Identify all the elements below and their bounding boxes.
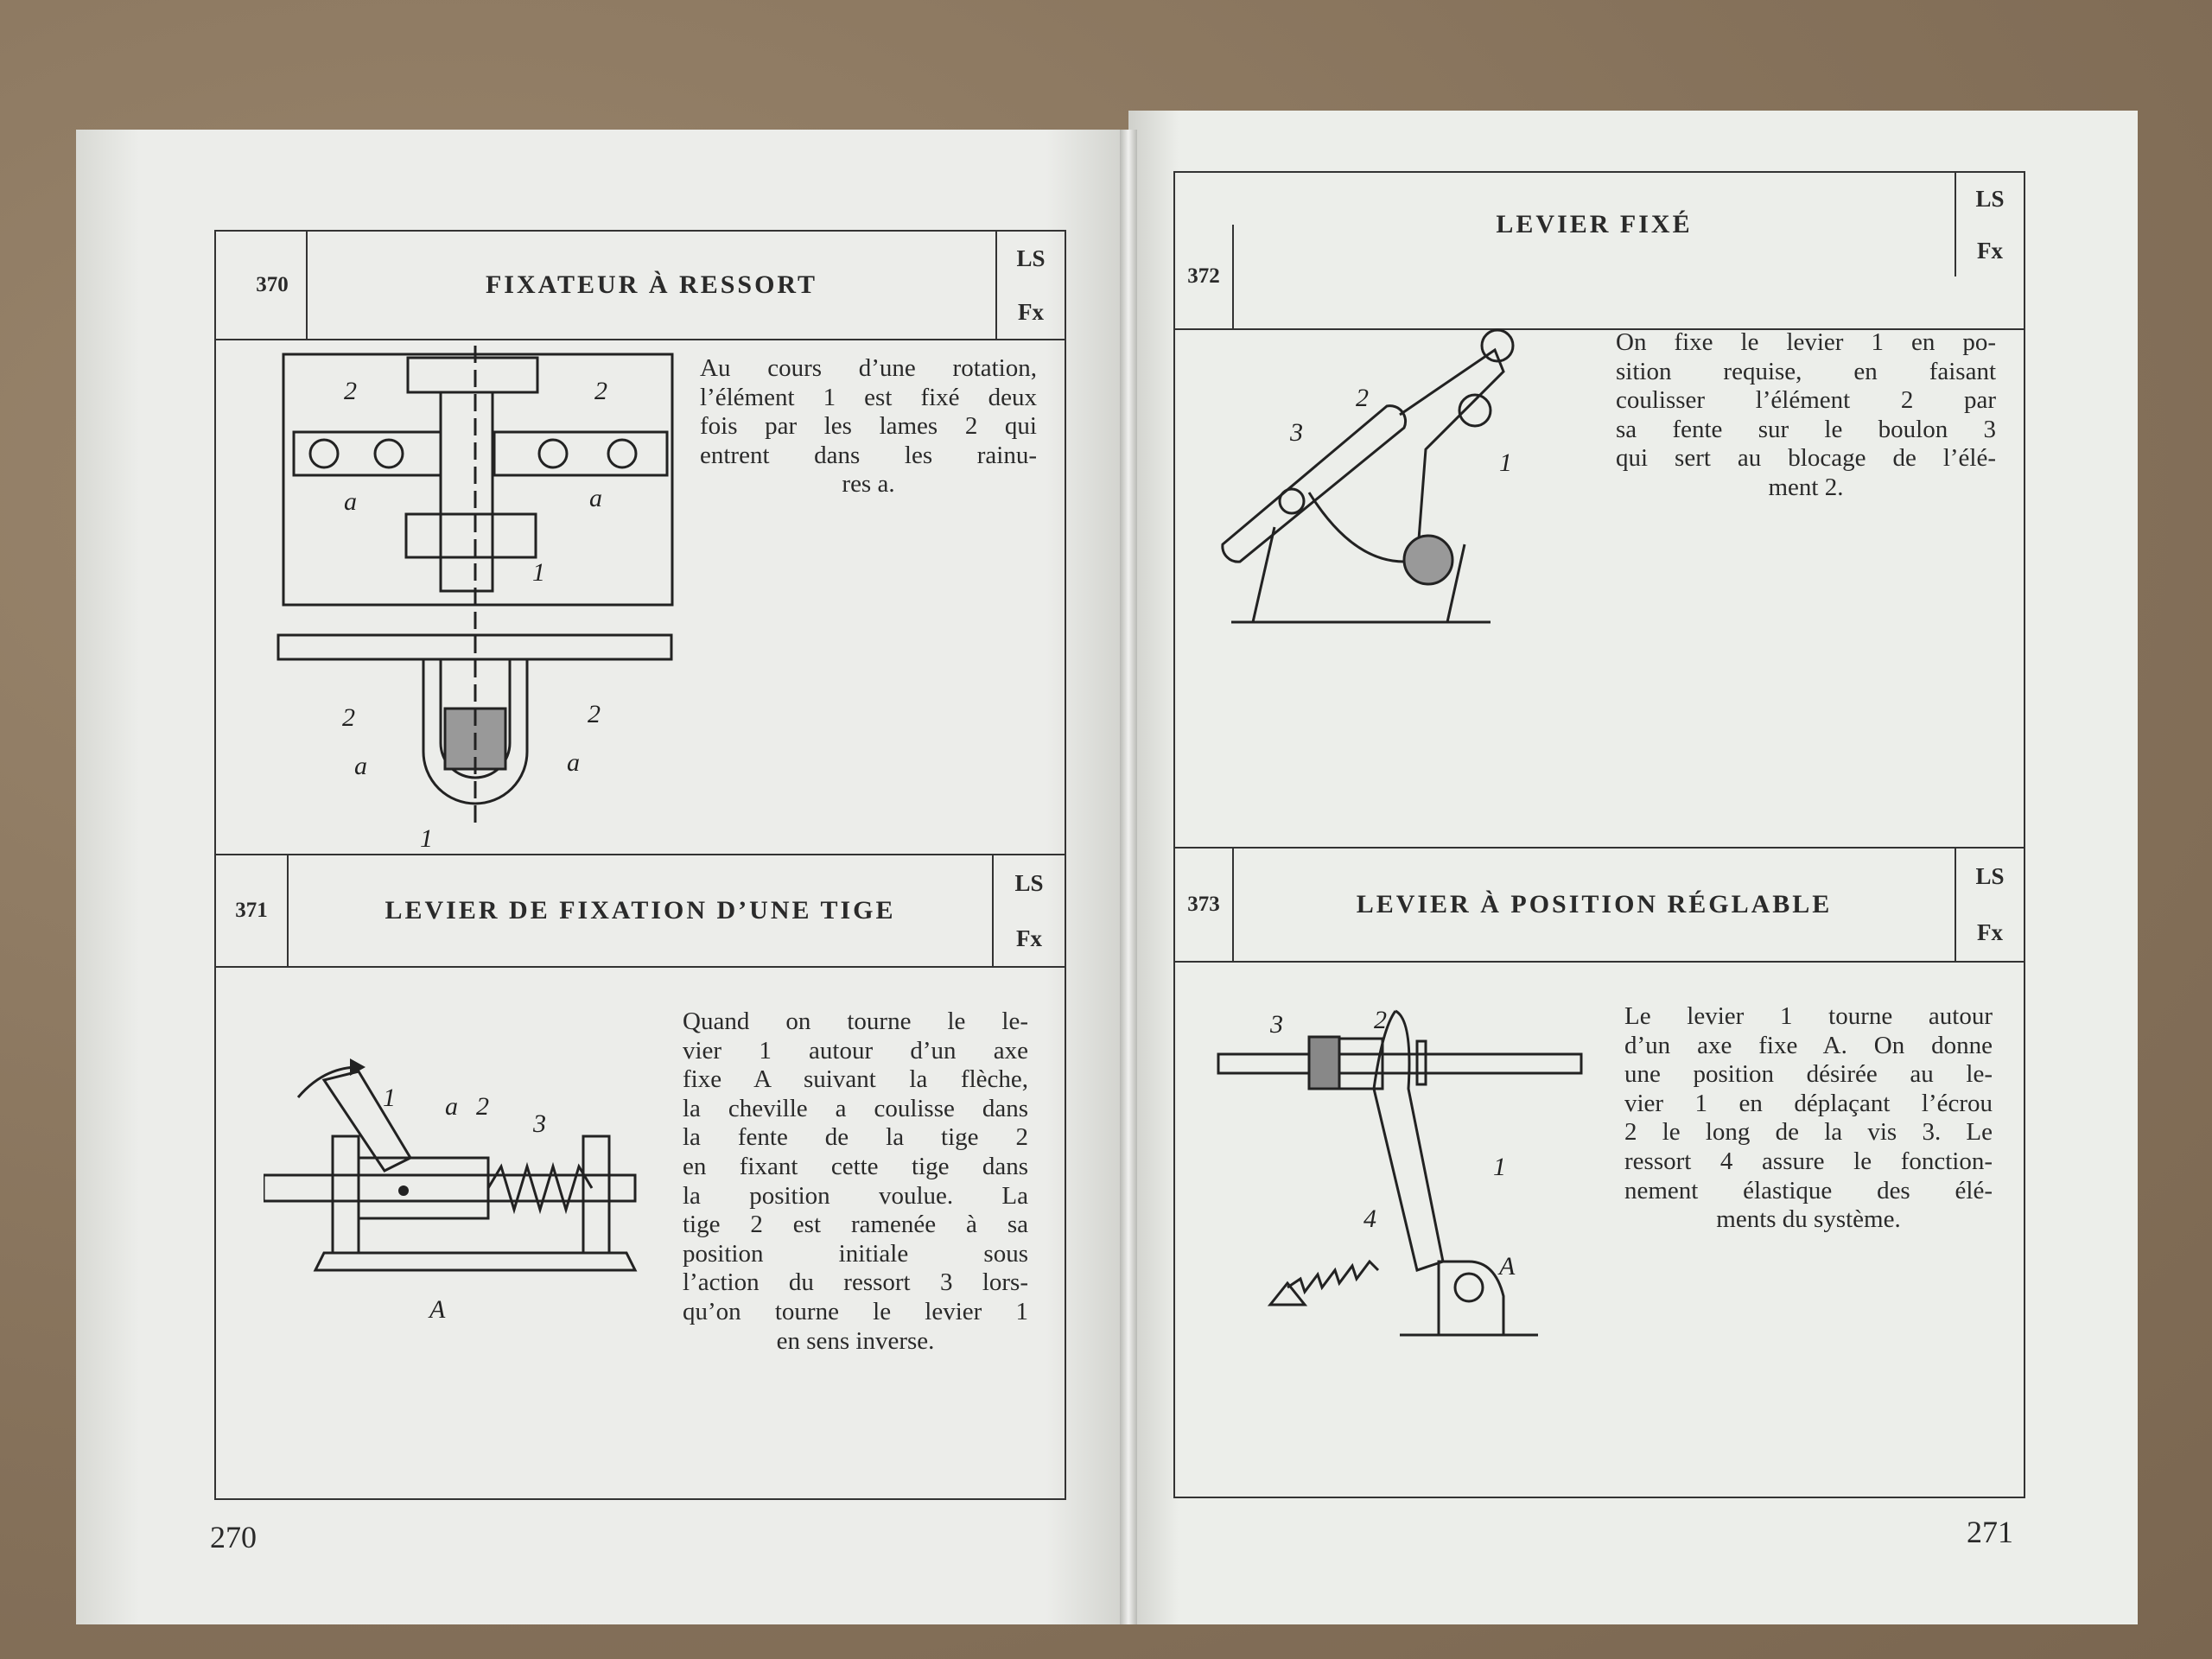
text-line: entrent dans les rainu- (700, 441, 1037, 469)
right-page (1128, 111, 2138, 1624)
left-page-frame: 370 FIXATEUR À RESSORT LS Fx 371 LEVIER D… (214, 230, 1066, 1500)
text-line: en sens inverse. (776, 1326, 935, 1355)
text-line: coulisser l’élément 2 par (1616, 386, 1996, 415)
section-title: LEVIER À POSITION RÉGLABLE (1356, 890, 1833, 918)
figure-372-fixed-lever: 2 3 1 (1221, 328, 1515, 624)
left-page (76, 130, 1130, 1624)
page-number-left: 270 (210, 1520, 257, 1554)
text-line: vier 1 en déplaçant l’écrou (1624, 1089, 1993, 1117)
section-title: LEVIER FIXÉ (1496, 210, 1693, 238)
text-line: ressort 4 assure le fonction- (1624, 1147, 1993, 1175)
text-line: Le levier 1 tourne autour (1624, 1002, 1993, 1030)
text-line: nement élastique des élé- (1624, 1176, 1993, 1205)
label: 2 (344, 377, 357, 405)
label: 2 (1374, 1006, 1387, 1034)
text-line: ment 2. (1768, 473, 1844, 501)
section-number: 372 (1175, 225, 1234, 328)
code-fx: Fx (1018, 298, 1044, 325)
text-line: sa fente sur le boulon 3 (1616, 415, 1996, 443)
label: 2 (594, 377, 607, 405)
text-line: la position voulue. La (683, 1181, 1028, 1210)
text-line: qu’on tourne le levier 1 (683, 1297, 1028, 1325)
label: a (589, 484, 602, 512)
code-fx: Fx (1977, 919, 2003, 945)
text-line: Quand on tourne le le- (683, 1007, 1028, 1035)
label: 2 (476, 1092, 489, 1121)
text-line: vier 1 autour d’un axe (683, 1036, 1028, 1065)
section-codes: LS Fx (995, 232, 1065, 339)
text-line: d’un axe fixe A. On donne (1624, 1031, 1993, 1059)
code-fx: Fx (1977, 237, 2003, 264)
section-number: 371 (216, 855, 289, 966)
text-line: en fixant cette tige dans (683, 1152, 1028, 1180)
section-title: FIXATEUR À RESSORT (485, 270, 818, 299)
code-ls: LS (1975, 185, 2005, 212)
text-line: une position désirée au le- (1624, 1060, 1993, 1089)
text-line: 2 le long de la vis 3. Le (1624, 1118, 1993, 1147)
text-line: ments du système. (1716, 1205, 1901, 1234)
section-number: 373 (1175, 849, 1234, 961)
label: a (354, 752, 367, 780)
label: 1 (532, 558, 545, 587)
label: 1 (1493, 1153, 1506, 1181)
label: 1 (1499, 448, 1512, 477)
label: A (428, 1295, 446, 1324)
text-line: res a. (842, 470, 895, 499)
section-codes: LS Fx (1955, 849, 2024, 961)
label: 2 (588, 700, 601, 728)
section-title: LEVIER DE FIXATION D’UNE TIGE (385, 896, 896, 925)
text-line: position initiale sous (683, 1239, 1028, 1268)
section-371-header: 371 LEVIER DE FIXATION D’UNE TIGE LS Fx (216, 854, 1065, 968)
text-line: Au cours d’une rotation, (700, 354, 1037, 382)
label: 3 (1289, 418, 1303, 447)
section-number: 370 (238, 232, 308, 339)
text-line: la cheville a coulisse dans (683, 1094, 1028, 1122)
text-line: fixe A suivant la flèche, (683, 1065, 1028, 1094)
label: 3 (532, 1109, 546, 1138)
text-line: qui sert au blocage de l’élé- (1616, 444, 1996, 473)
text-line: On fixe le levier 1 en po- (1616, 328, 1996, 356)
text-line: sition requise, en faisant (1616, 357, 1996, 385)
code-ls: LS (1975, 863, 2005, 889)
text-line: l’élément 1 est fixé deux (700, 383, 1037, 411)
label: 2 (342, 703, 355, 732)
text-line: l’action du ressort 3 lors- (683, 1268, 1028, 1297)
text-line: la fente de la tige 2 (683, 1123, 1028, 1152)
section-372-text: On fixe le levier 1 en po-sition requise… (1616, 328, 1996, 503)
section-372-header: 372 LEVIER FIXÉ LS Fx (1175, 173, 2024, 330)
label: 1 (420, 824, 433, 853)
code-ls: LS (1014, 869, 1044, 896)
figure-373-adjustable-lever: 3 2 1 4 A (1217, 1006, 1583, 1337)
label: a (344, 487, 357, 516)
code-ls: LS (1016, 245, 1046, 271)
section-codes: LS Fx (992, 855, 1065, 966)
label: 3 (1269, 1010, 1283, 1039)
right-page-frame: 372 LEVIER FIXÉ LS Fx 373 LEVIER À POSITI… (1173, 171, 2025, 1498)
section-371-text: Quand on tourne le le-vier 1 autour d’un… (683, 1007, 1028, 1356)
label: 1 (383, 1084, 396, 1112)
label: a (567, 748, 580, 777)
code-fx: Fx (1016, 925, 1042, 951)
section-codes: LS Fx (1955, 173, 2024, 276)
section-370-header: 370 FIXATEUR À RESSORT LS Fx (216, 232, 1065, 340)
label: A (1497, 1252, 1516, 1281)
label: a (445, 1092, 458, 1121)
text-line: fois par les lames 2 qui (700, 412, 1037, 441)
page-number-right: 271 (1967, 1515, 2013, 1549)
text-line: tige 2 est ramenée à sa (683, 1211, 1028, 1239)
figure-370-spring-lock: 2 2 a a 1 2 2 a a 1 (276, 346, 674, 853)
label: 4 (1363, 1205, 1376, 1233)
figure-371-rod-lever: 1 a 2 3 A (264, 1058, 638, 1324)
section-373-header: 373 LEVIER À POSITION RÉGLABLE LS Fx (1175, 847, 2024, 963)
book-spine (1120, 130, 1137, 1624)
section-370-text: Au cours d’une rotation,l’élément 1 est … (700, 354, 1037, 499)
label: 2 (1356, 384, 1369, 412)
